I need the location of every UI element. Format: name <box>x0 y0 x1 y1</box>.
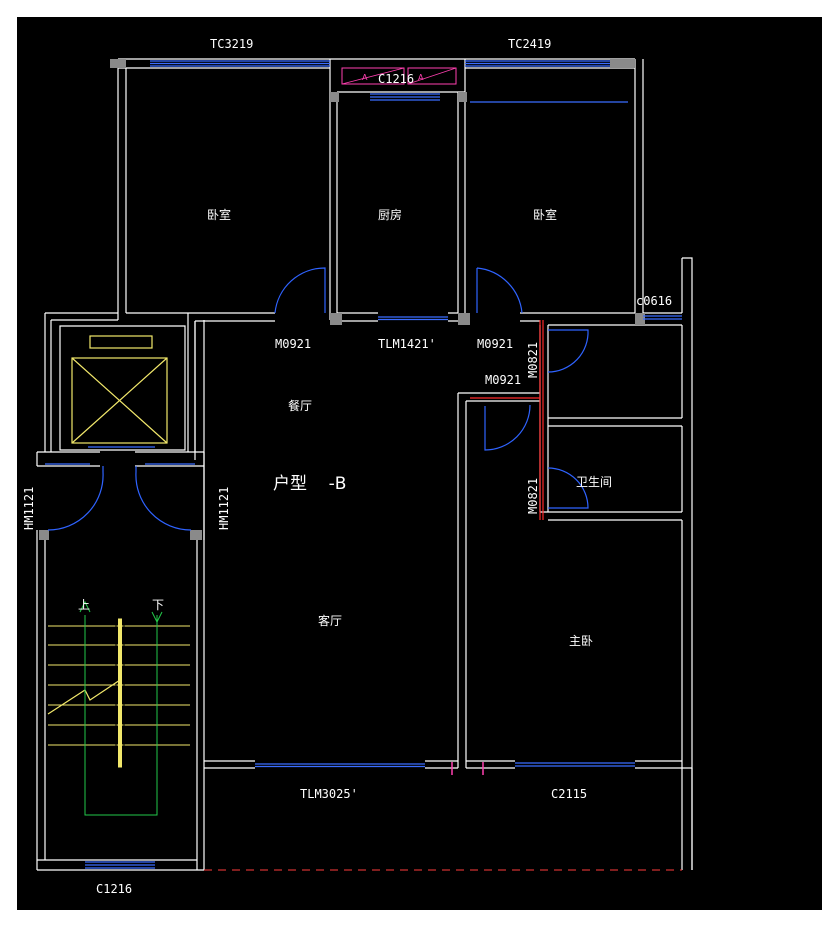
room-label-bedroom-right: 卧室 <box>533 207 557 222</box>
windows <box>45 60 682 869</box>
stair-label-up: 上 <box>78 598 90 612</box>
room-label-bathroom: 卫生间 <box>576 475 612 489</box>
room-label-bedroom-left: 卧室 <box>207 207 231 222</box>
door-label-hm1121-left: HM1121 <box>22 487 36 530</box>
elevator <box>71 335 168 444</box>
door-label-tlm3025: TLM3025' <box>300 787 358 801</box>
door-label-m0921-mid: M0921 <box>485 373 521 387</box>
window-label-c1216-bottom: C1216 <box>96 882 132 896</box>
window-label-c1216-top: C1216 <box>378 72 414 86</box>
structural-columns <box>39 59 645 540</box>
room-label-master: 主卧 <box>569 634 593 648</box>
door-label-m0821-bottom: M0821 <box>526 478 540 514</box>
room-label-dining: 餐厅 <box>288 398 312 413</box>
room-label-living: 客厅 <box>318 613 342 628</box>
annotations: TC3219 TC2419 C1216 A A M0921 TLM1421' M… <box>22 37 672 896</box>
unit-type-label: 户型 -B <box>273 474 346 494</box>
window-label-tc2419: TC2419 <box>508 37 551 51</box>
doors <box>47 267 589 775</box>
window-tag-a2: A <box>418 73 424 82</box>
window-label-tc3219: TC3219 <box>210 37 253 51</box>
door-label-m0921-right: M0921 <box>477 337 513 351</box>
window-label-c0616: c0616 <box>636 294 672 308</box>
walls <box>36 58 693 871</box>
door-label-hm1121-right: HM1121 <box>217 487 231 530</box>
stair-label-down: 下 <box>152 598 164 612</box>
door-label-m0921-left: M0921 <box>275 337 311 351</box>
room-label-kitchen: 厨房 <box>378 207 402 222</box>
floor-plan: TC3219 TC2419 C1216 A A M0921 TLM1421' M… <box>22 37 693 896</box>
cad-drawing-canvas[interactable]: TC3219 TC2419 C1216 A A M0921 TLM1421' M… <box>17 17 822 910</box>
window-tag-a1: A <box>362 73 368 82</box>
staircase <box>47 600 190 816</box>
window-label-c2115: C2115 <box>551 787 587 801</box>
door-label-m0821-top: M0821 <box>526 342 540 378</box>
door-label-tlm1421: TLM1421' <box>378 337 436 351</box>
